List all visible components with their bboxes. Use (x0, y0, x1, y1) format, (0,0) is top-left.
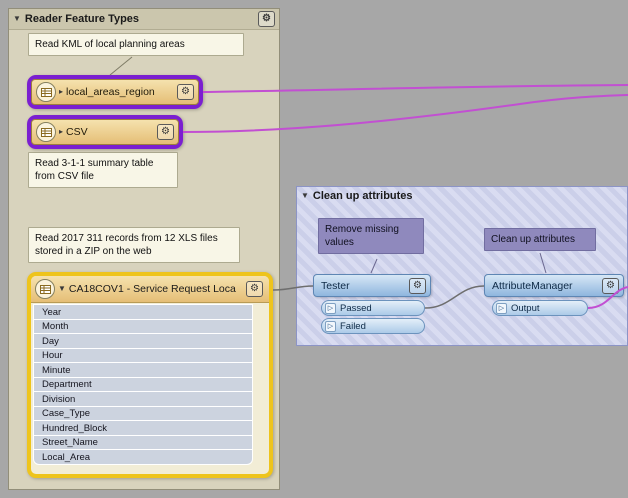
gear-icon[interactable]: ⚙ (157, 124, 174, 140)
node-label: AttributeManager (492, 279, 573, 292)
port-tester-passed[interactable]: ▷ Passed (321, 300, 425, 316)
annotation-cleanup[interactable]: Clean up attributes (484, 228, 596, 251)
transformer-attributemanager[interactable]: AttributeManager ⚙ (484, 274, 624, 297)
expand-icon[interactable]: ▸ (59, 87, 64, 96)
node-label: CSV (66, 126, 88, 138)
attribute-row[interactable]: Department (33, 376, 253, 392)
annotation-csv[interactable]: Read 3-1-1 summary table from CSV file (28, 152, 178, 188)
bookmark-title: Clean up attributes (312, 190, 413, 202)
port-label: Passed (340, 302, 372, 314)
node-header[interactable]: ▼ CA18COV1 - Service Request Loca ⚙ (31, 276, 269, 303)
attribute-row[interactable]: Month (33, 318, 253, 334)
attribute-row[interactable]: Day (33, 333, 253, 349)
node-label: CA18COV1 - Service Request Loca (68, 283, 236, 295)
reader-icon (36, 82, 56, 102)
port-arrow-icon: ▷ (325, 320, 336, 332)
gear-icon[interactable]: ⚙ (177, 84, 194, 100)
attribute-row[interactable]: Division (33, 391, 253, 407)
port-tester-failed[interactable]: ▷ Failed (321, 318, 425, 334)
annotation-remove-missing[interactable]: Remove missing values (318, 218, 424, 254)
node-label: Tester (321, 279, 350, 292)
collapse-icon[interactable]: ▼ (58, 284, 66, 293)
port-arrow-icon: ▷ (325, 302, 336, 314)
reader-local-areas-region[interactable]: ▸ local_areas_region ⚙ (31, 79, 199, 105)
reader-csv-highlight[interactable]: ▸ CSV ⚙ (27, 115, 183, 149)
transformer-tester[interactable]: Tester ⚙ (313, 274, 431, 297)
gear-icon[interactable]: ⚙ (258, 11, 275, 27)
attribute-row[interactable]: Case_Type (33, 405, 253, 421)
attribute-list: Year Month Day Hour Minute Department Di… (33, 304, 253, 465)
bookmark-header-cleanup[interactable]: ▼ Clean up attributes (297, 187, 627, 205)
collapse-icon[interactable]: ▼ (13, 14, 21, 23)
port-label: Output (511, 302, 540, 314)
reader-csv[interactable]: ▸ CSV ⚙ (31, 119, 179, 145)
gear-icon[interactable]: ⚙ (246, 281, 263, 297)
attribute-row[interactable]: Year (33, 304, 253, 320)
attribute-row[interactable]: Local_Area (33, 449, 253, 465)
annotation-xls[interactable]: Read 2017 311 records from 12 XLS files … (28, 227, 240, 263)
gear-icon[interactable]: ⚙ (602, 277, 619, 294)
reader-icon (36, 122, 56, 142)
attribute-row[interactable]: Street_Name (33, 434, 253, 450)
reader-local-areas-region-highlight[interactable]: ▸ local_areas_region ⚙ (27, 75, 203, 109)
port-attributemanager-output[interactable]: ▷ Output (492, 300, 588, 316)
bookmark-title: Reader Feature Types (24, 13, 140, 25)
expand-icon[interactable]: ▸ (59, 127, 64, 136)
attribute-row[interactable]: Hundred_Block (33, 420, 253, 436)
collapse-icon[interactable]: ▼ (301, 191, 309, 200)
attribute-row[interactable]: Hour (33, 347, 253, 363)
port-arrow-icon: ▷ (496, 302, 507, 314)
attribute-row[interactable]: Minute (33, 362, 253, 378)
port-label: Failed (340, 320, 366, 332)
node-label: local_areas_region (66, 86, 155, 98)
reader-ca18cov1[interactable]: ▼ CA18COV1 - Service Request Loca ⚙ Year… (27, 272, 273, 478)
annotation-kml[interactable]: Read KML of local planning areas (28, 33, 244, 56)
gear-icon[interactable]: ⚙ (409, 277, 426, 294)
bookmark-header-readers[interactable]: ▼ Reader Feature Types ⚙ (9, 9, 279, 30)
reader-icon (35, 279, 55, 299)
